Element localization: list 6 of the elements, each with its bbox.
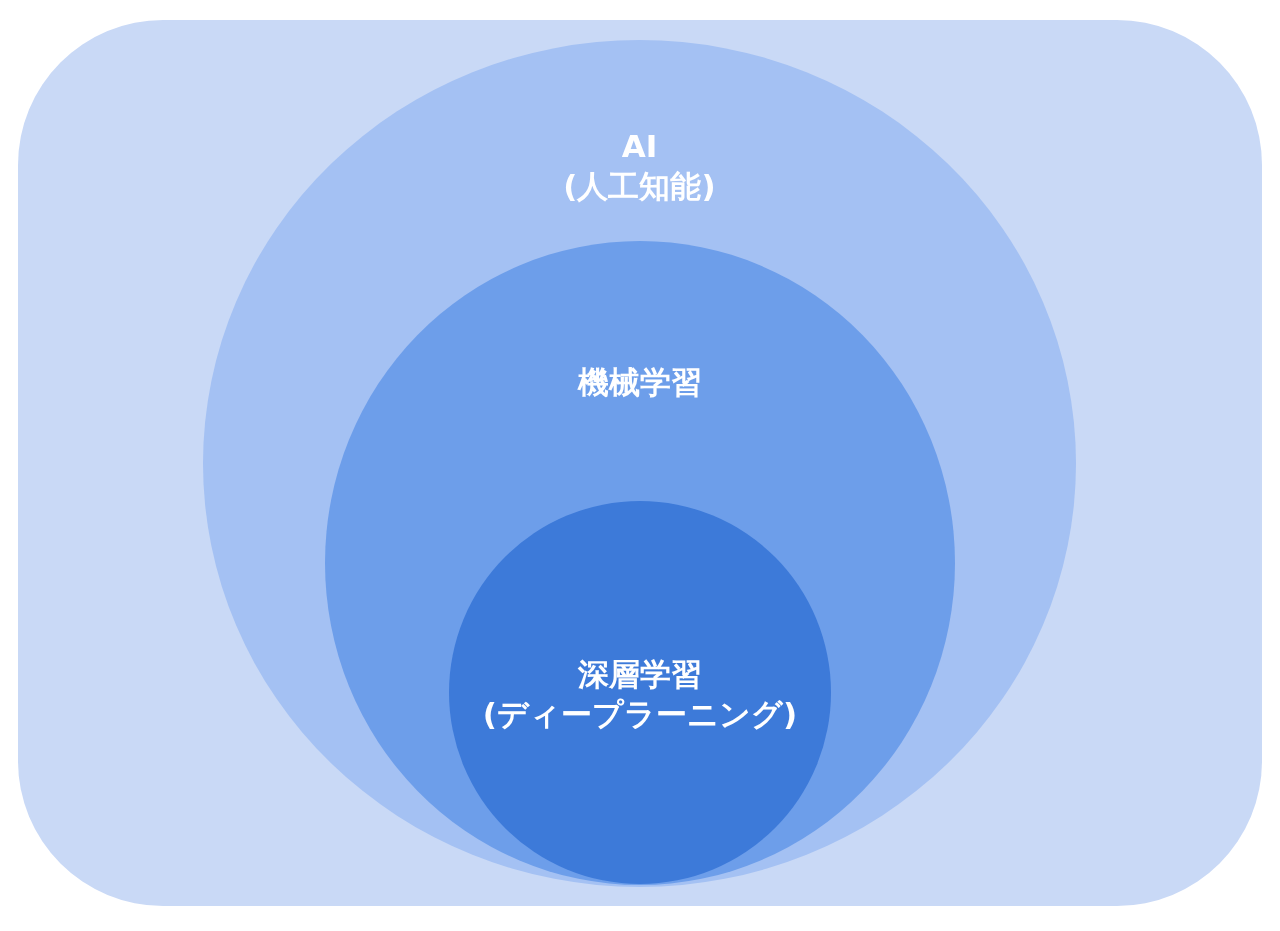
- rounded-panel: [18, 20, 1262, 906]
- node-label: 深層学習: [578, 655, 702, 694]
- node-label: AI: [621, 127, 658, 166]
- node-label: (人工知能): [563, 167, 716, 206]
- node-label: (ディープラーニング): [482, 695, 798, 734]
- node-label: 機械学習: [578, 363, 702, 402]
